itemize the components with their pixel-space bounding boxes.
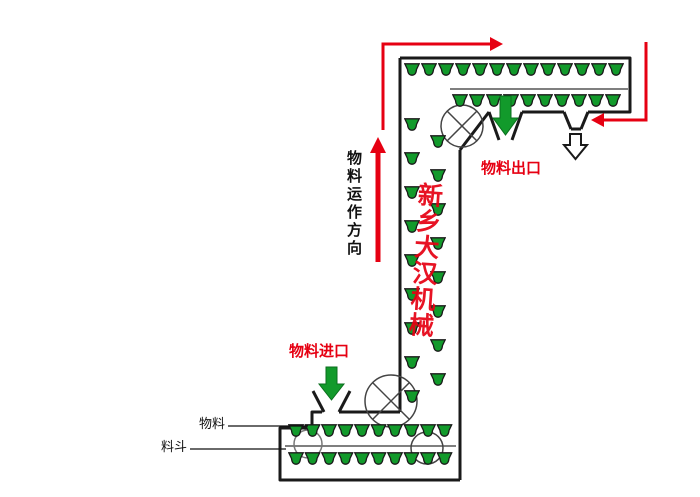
- bucket-icon: [506, 63, 522, 76]
- bucket-icon: [588, 94, 604, 107]
- bucket-icon: [520, 94, 536, 107]
- bucket-icon: [455, 63, 471, 76]
- secondary-outlet-arrow: [561, 133, 590, 161]
- bucket-icon: [404, 152, 420, 165]
- bucket-icon: [554, 94, 570, 107]
- bucket-icon: [354, 424, 370, 437]
- material-label: 物料: [199, 416, 226, 431]
- bucket-icon: [430, 373, 446, 386]
- inlet-label: 物料进口: [289, 343, 350, 360]
- bucket-icon: [438, 63, 454, 76]
- bucket-icon: [354, 452, 370, 465]
- bucket-icon: [430, 169, 446, 182]
- bucket-icon: [321, 452, 337, 465]
- bucket-icon: [387, 452, 403, 465]
- bucket-icon: [404, 356, 420, 369]
- bucket-icon: [337, 452, 354, 465]
- bucket-icon: [537, 94, 553, 107]
- bucket-icon: [571, 94, 587, 107]
- bucket-icon: [608, 63, 624, 76]
- bucket-icon: [420, 424, 436, 437]
- bucket-icon: [321, 424, 337, 437]
- flow-arrow-top-head: [490, 37, 503, 51]
- bucket-label: 料斗: [161, 439, 188, 454]
- bucket-icon: [574, 63, 590, 76]
- direction-arrow-up: [370, 137, 386, 262]
- flow-arrow-top: [381, 42, 490, 130]
- bucket-icon: [469, 94, 485, 107]
- drive-wheels: [293, 104, 484, 465]
- bucket-icon: [370, 424, 387, 437]
- bucket-icon: [304, 452, 321, 465]
- bucket-icon: [605, 94, 621, 107]
- bucket-icon: [337, 424, 354, 437]
- bucket-icon: [403, 452, 420, 465]
- bucket-icon: [403, 424, 420, 437]
- bucket-icon: [540, 63, 556, 76]
- bucket-chain: [288, 63, 624, 465]
- bucket-icon: [404, 63, 420, 76]
- bucket-icon: [404, 118, 420, 131]
- inlet-arrow: [317, 366, 346, 401]
- bucket-icon: [591, 63, 607, 76]
- bucket-icon: [430, 339, 446, 352]
- flow-arrow-right: [604, 42, 648, 122]
- bucket-icon: [486, 94, 502, 107]
- leader-lines: [190, 425, 308, 450]
- flow-arrow-right-head: [591, 113, 604, 127]
- bucket-icon: [421, 63, 437, 76]
- internal-lines: [285, 88, 628, 447]
- bucket-icon: [430, 135, 446, 148]
- bucket-icon: [436, 452, 453, 465]
- bucket-icon: [436, 424, 453, 437]
- machine-outline: [278, 56, 632, 482]
- bucket-icon: [370, 452, 387, 465]
- outlet-arrow: [492, 95, 519, 136]
- bucket-icon: [387, 424, 403, 437]
- bucket-icon: [472, 63, 488, 76]
- bucket-icon: [489, 63, 505, 76]
- outlet-label: 物料出口: [481, 160, 542, 177]
- flow-direction-label: 物料运作方向: [345, 150, 362, 258]
- bucket-icon: [288, 452, 304, 465]
- bucket-icon: [557, 63, 573, 76]
- bucket-icon: [523, 63, 539, 76]
